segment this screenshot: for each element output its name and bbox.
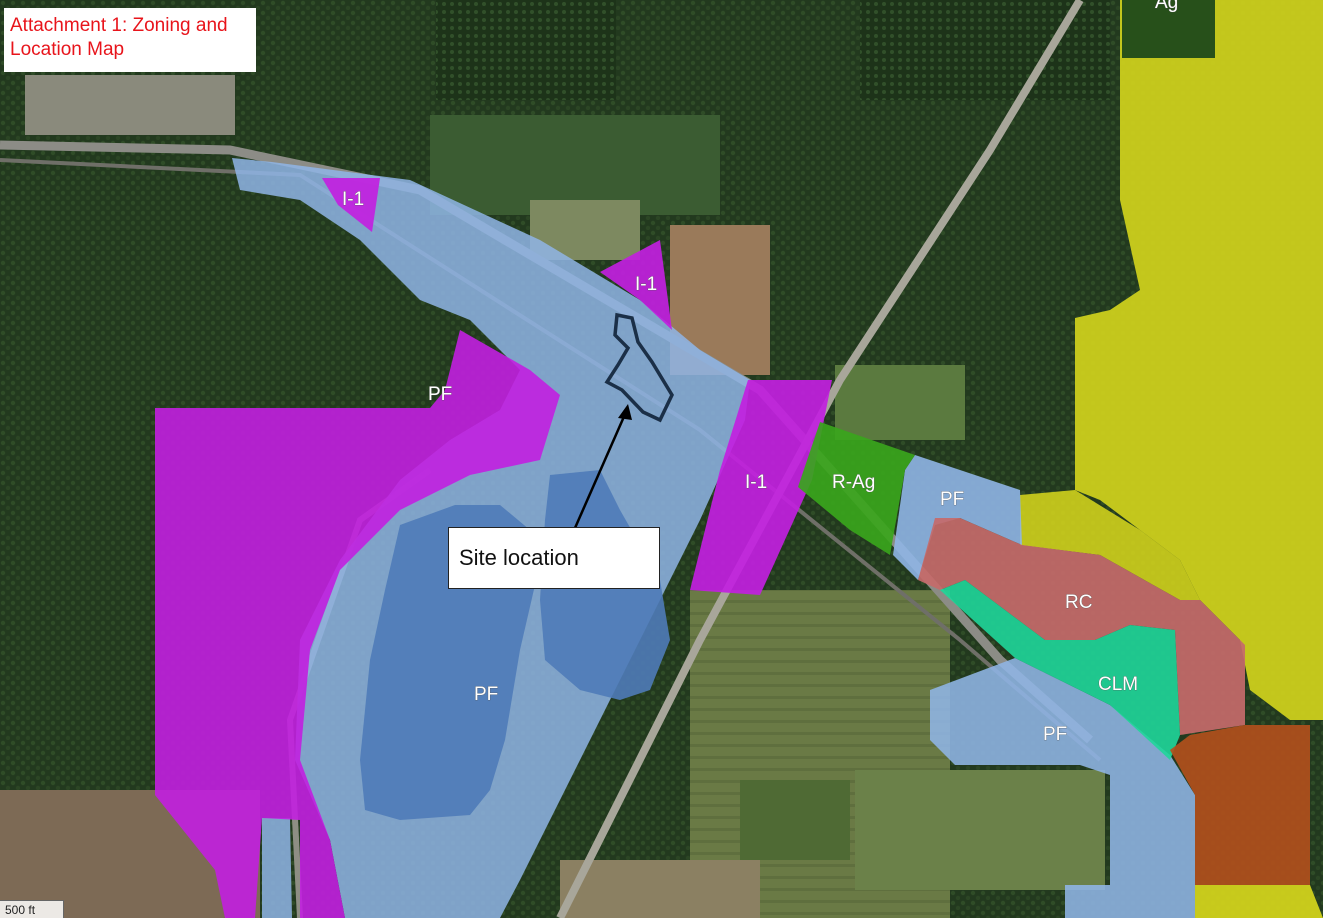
zone-r-ag [798,422,915,555]
field-block [560,860,760,918]
zone-pf-south [930,658,1195,918]
zone-label-i1: I-1 [745,472,767,493]
field-block [855,770,1105,890]
zone-i1 [155,330,560,918]
field-block [740,780,850,860]
zone-label-rc: RC [1065,592,1092,613]
zone-i1 [600,240,672,330]
site-location-callout: Site location [448,527,660,589]
zone-i1 [322,178,380,232]
zone-label-i1: I-1 [342,189,364,210]
zone-pf-east [893,455,1022,580]
site-arrow-line [573,411,628,529]
zone-label-clm: CLM [1098,674,1138,695]
site-arrow-head [618,404,632,420]
zone-residential [1195,885,1323,918]
zone-ag-top [1122,0,1215,58]
zone-label-ag: Ag [1155,0,1178,13]
state-highway [556,0,1084,918]
zone-label-pf: PF [940,489,964,510]
zone-clm [940,580,1180,760]
zone-label-pf: PF [474,684,498,705]
zone-residential [1020,490,1200,600]
zone-pf-road [262,818,292,918]
map-title: Attachment 1: Zoning and Location Map [4,8,256,72]
field-block [430,115,720,215]
site-outline [604,312,674,423]
zone-label-pf: PF [428,384,452,405]
field-block [835,365,965,440]
zone-label-r-ag: R-Ag [832,472,875,493]
zone-label-i1: I-1 [635,274,657,295]
zone-label-pf: PF [1043,724,1067,745]
farmstead [25,75,235,135]
scale-bar: 500 ft [0,900,64,918]
zone-i1 [690,380,832,595]
zone-rc [918,518,1245,735]
orchard-block [436,0,616,100]
zone-residential [1075,0,1323,720]
zone-commercial [1170,725,1310,885]
